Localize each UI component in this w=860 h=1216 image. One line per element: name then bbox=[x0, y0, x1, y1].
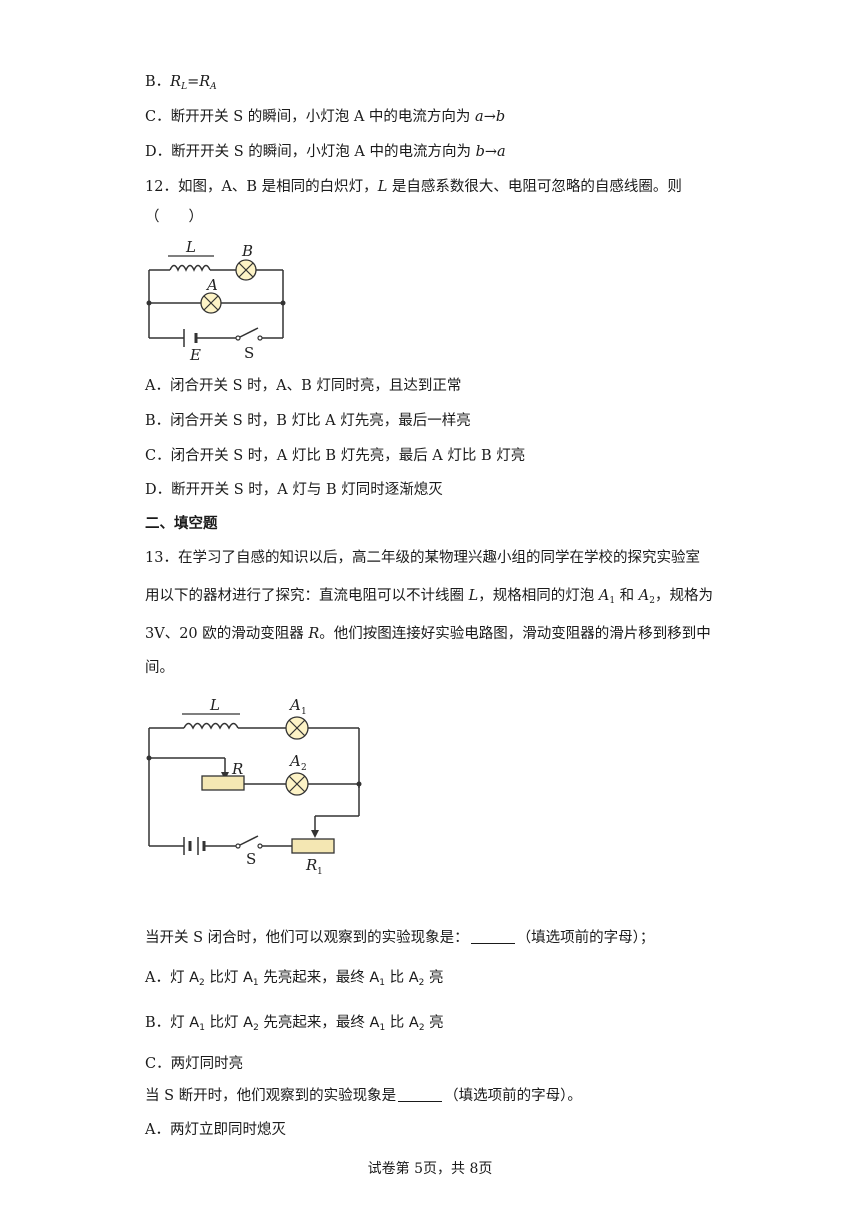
q13-circuit-diagram: L A 1 A 2 R S R 1 bbox=[146, 696, 362, 877]
battery-icon bbox=[183, 329, 198, 347]
rheostat-r bbox=[201, 775, 245, 791]
q11-option-d: D．断开开关 S 的瞬间，小灯泡 A 中的电流方向为 b→a bbox=[145, 144, 506, 160]
q13-stem-line1: 13．在学习了自感的知识以后，高二年级的某物理兴趣小组的同学在学校的探究实验室 bbox=[145, 550, 700, 566]
label-s: S bbox=[244, 344, 254, 362]
q13-option-a: A．灯 A2 比灯 A1 先亮起来，最终 A1 比 A2 亮 bbox=[145, 970, 444, 988]
q13-option-c: C．两灯同时亮 bbox=[145, 1056, 244, 1072]
q11-option-b: B．RL=RA bbox=[145, 74, 217, 92]
page-footer: 试卷第 5页，共 8页 bbox=[367, 1161, 493, 1177]
label-b: B bbox=[241, 242, 253, 260]
q13-open-prompt: 当 S 断开时，他们观察到的实验现象是（填选项前的字母）。 bbox=[145, 1087, 582, 1104]
label-s: S bbox=[246, 850, 256, 868]
answer-blank-1[interactable] bbox=[470, 929, 515, 944]
label-e: E bbox=[189, 346, 201, 364]
lamp-b-icon bbox=[235, 259, 257, 281]
section-heading: 二、填空题 bbox=[145, 515, 218, 532]
q13-closed-prompt: 当开关 S 闭合时，他们可以观察到的实验现象是：（填选项前的字母）； bbox=[145, 929, 655, 946]
label-r: R bbox=[231, 760, 243, 778]
label-l: L bbox=[185, 238, 196, 256]
q12-option-c: C．闭合开关 S 时，A 灯比 B 灯先亮，最后 A 灯比 B 灯亮 bbox=[145, 448, 526, 464]
svg-text:1: 1 bbox=[317, 867, 323, 877]
math-rl: RL=RA bbox=[170, 74, 217, 92]
q13-open-option-a: A．两灯立即同时熄灭 bbox=[145, 1122, 286, 1138]
label-r1: R bbox=[305, 856, 317, 874]
svg-text:1: 1 bbox=[301, 707, 307, 717]
q12-circuit-diagram: L B A E S bbox=[146, 238, 286, 364]
lamp-a-icon bbox=[200, 292, 222, 314]
rheostat-r1 bbox=[291, 838, 335, 854]
lamp-a2-icon bbox=[285, 772, 309, 796]
q12-option-b: B．闭合开关 S 时，B 灯比 A 灯先亮，最后一样亮 bbox=[145, 413, 471, 429]
lamp-a1-icon bbox=[285, 716, 309, 740]
q13-option-b: B．灯 A1 比灯 A2 先亮起来，最终 A1 比 A2 亮 bbox=[145, 1015, 444, 1033]
q12-option-d: D．断开开关 S 时，A 灯与 B 灯同时逐渐熄灭 bbox=[145, 482, 443, 498]
label-a2: A bbox=[288, 752, 301, 770]
label-l: L bbox=[209, 696, 220, 714]
q12-stem: 12．如图，A、B 是相同的白炽灯，L 是自感系数很大、电阻可忽略的自感线圈。则 bbox=[145, 179, 682, 195]
answer-blank-2[interactable] bbox=[398, 1087, 443, 1102]
q13-stem-line4: 间。 bbox=[145, 660, 174, 676]
svg-text:2: 2 bbox=[301, 763, 307, 773]
q13-stem-line2: 用以下的器材进行了探究：直流电阻可以不计线圈 L，规格相同的灯泡 A1 和 A2… bbox=[145, 588, 714, 606]
battery-icon bbox=[183, 837, 206, 855]
label-a: A bbox=[205, 276, 218, 294]
q12-option-a: A．闭合开关 S 时，A、B 灯同时亮，且达到正常 bbox=[145, 378, 462, 394]
q11-option-c: C．断开开关 S 的瞬间，小灯泡 A 中的电流方向为 a→b bbox=[145, 109, 506, 125]
q13-stem-line3: 3V、20 欧的滑动变阻器 R。他们按图连接好实验电路图，滑动变阻器的滑片移到移… bbox=[145, 626, 711, 642]
label-a1: A bbox=[288, 696, 301, 714]
q12-paren: （ ） bbox=[145, 209, 203, 225]
